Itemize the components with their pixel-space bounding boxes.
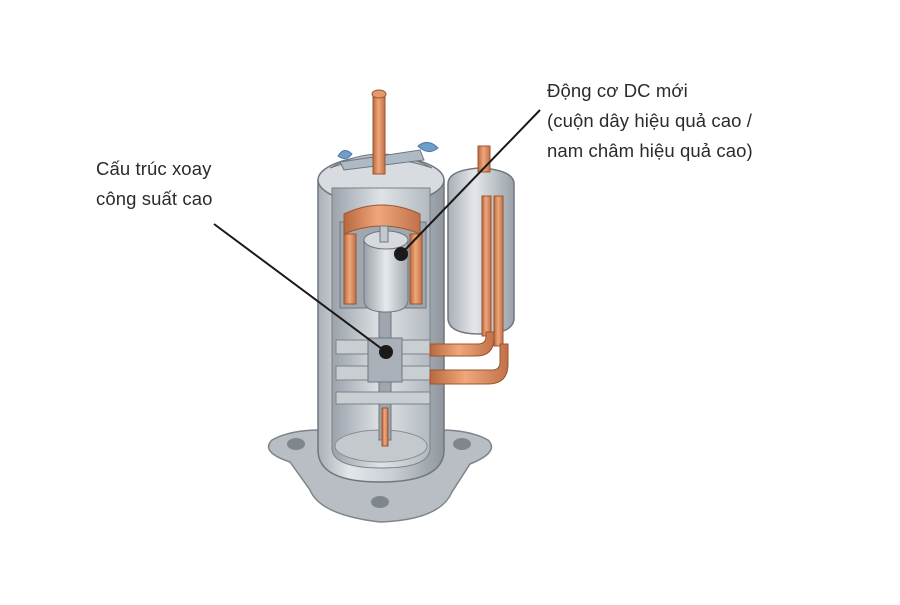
callout-rotary-line1: Cấu trúc xoay [96, 158, 212, 179]
accumulator [447, 145, 515, 347]
rotary-mechanism [335, 311, 431, 447]
leader-dot-rotary [379, 345, 393, 359]
leader-lines [213, 109, 541, 359]
leader-dot-motor [394, 247, 408, 261]
callout-motor-line3: nam châm hiệu quả cao) [547, 140, 753, 161]
callout-rotary-line2: công suất cao [96, 188, 213, 209]
suction-pipes [429, 331, 509, 385]
callout-motor-line2: (cuộn dây hiệu quả cao / [547, 110, 753, 131]
leader-line-motor [400, 109, 541, 255]
dc-motor [339, 204, 427, 313]
leader-line-rotary [213, 223, 387, 353]
discharge-pipe [371, 89, 387, 175]
callout-rotary-structure: Cấu trúc xoay công suất cao [96, 154, 213, 214]
callout-dc-motor: Động cơ DC mới (cuộn dây hiệu quả cao / … [547, 76, 753, 166]
callout-motor-line1: Động cơ DC mới [547, 80, 688, 101]
